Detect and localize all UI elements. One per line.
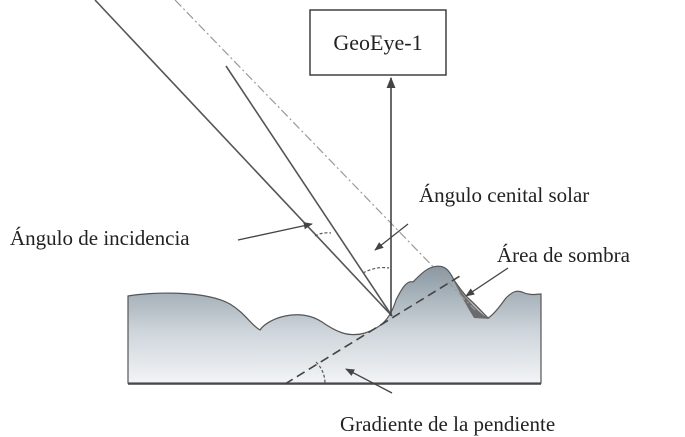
zenith-angle-arc (362, 266, 390, 274)
incidence-angle-pointer (237, 222, 313, 241)
sun-ray-incident (94, 0, 393, 317)
slope-gradient-label: Gradiente de la pendiente (340, 412, 555, 436)
satellite-label: GeoEye-1 (333, 30, 422, 55)
slope-gradient-pointer (345, 368, 393, 394)
terrain-profile (127, 265, 542, 384)
shadow-area-label: Área de sombra (497, 243, 631, 267)
shadow-area (449, 271, 490, 319)
shadow-area-pointer (465, 267, 509, 297)
zenith-angle-pointer (374, 223, 409, 251)
sun-ray-zenith (225, 65, 393, 317)
slope-line (284, 275, 461, 385)
incidence-angle-arc (314, 232, 332, 237)
satellite-box (309, 9, 447, 76)
incidence-angle-label: Ángulo de incidencia (10, 226, 190, 250)
sun-ray-grazing (174, 0, 476, 311)
solar-zenith-angle-label: Ángulo cenital solar (419, 183, 589, 207)
slope-angle-arc (315, 361, 326, 385)
